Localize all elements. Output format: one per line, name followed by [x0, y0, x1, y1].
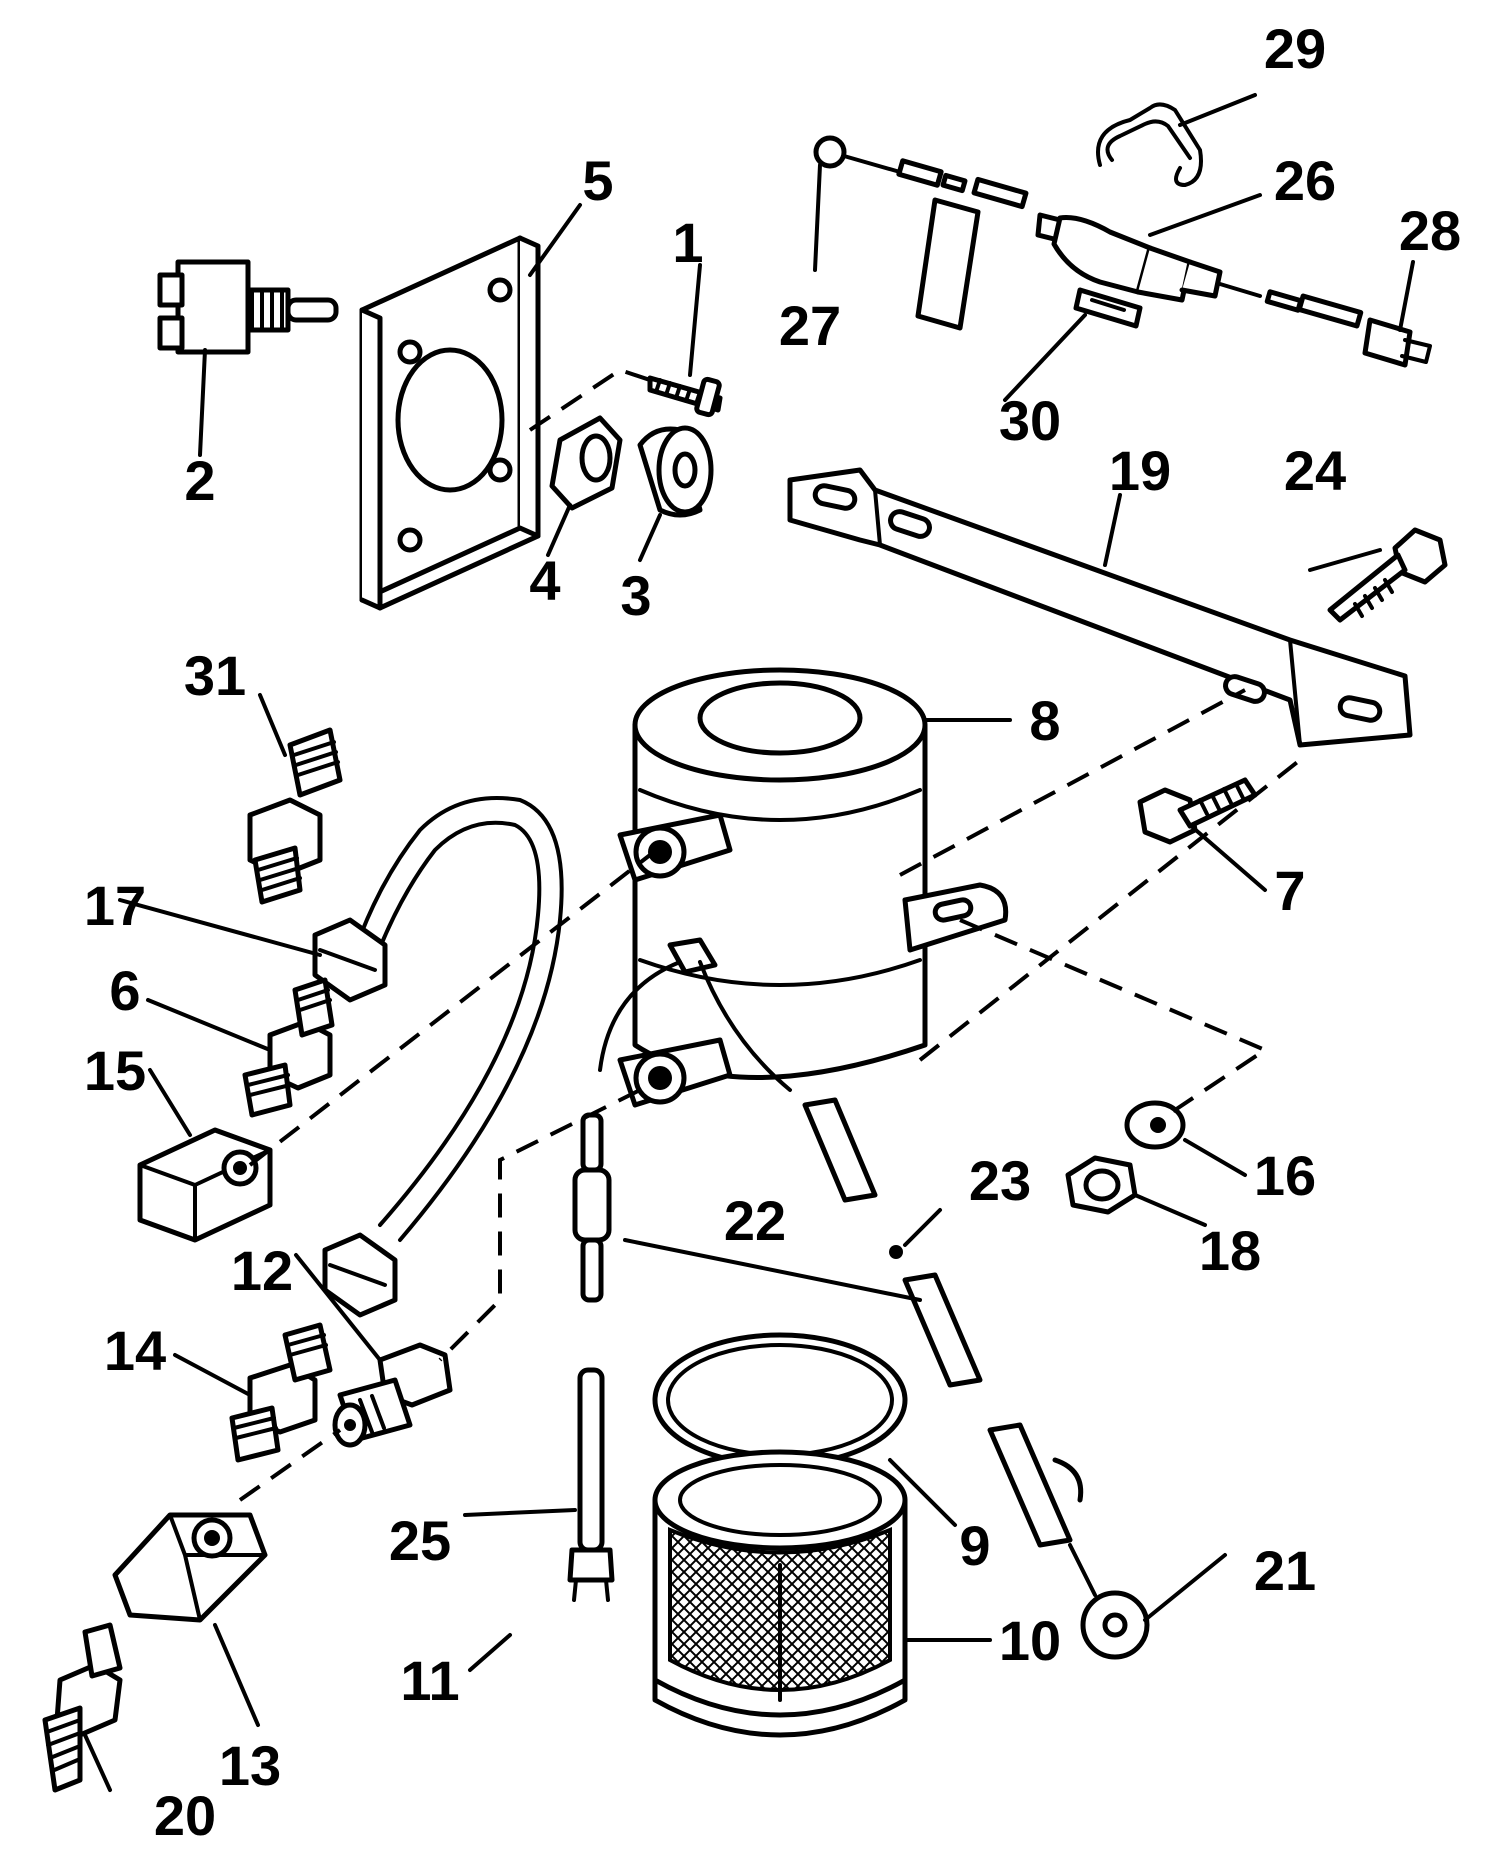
callout-21: 21 [1254, 1539, 1316, 1602]
leader-lines [83, 93, 1415, 1792]
callout-24: 24 [1284, 439, 1346, 502]
lock-nut [1065, 1155, 1138, 1215]
fitting-20 [42, 1622, 123, 1793]
hex-block-13 [112, 1512, 268, 1623]
callout-19: 19 [1109, 439, 1171, 502]
fuel-hose [312, 796, 564, 1318]
callout-31: 31 [184, 644, 246, 707]
callout-6: 6 [109, 959, 140, 1022]
nut [549, 415, 623, 511]
callout-27: 27 [779, 294, 841, 357]
callout-22: 22 [724, 1189, 786, 1252]
callout-18: 18 [1199, 1219, 1261, 1282]
callout-12: 12 [231, 1239, 293, 1302]
bolt-long [1327, 527, 1448, 623]
fuse-holder-wire-assembly [813, 135, 1432, 368]
callout-8: 8 [1029, 689, 1060, 752]
callout-1: 1 [672, 211, 703, 274]
spring-clip [1096, 102, 1203, 187]
callout-20: 20 [154, 1784, 216, 1847]
callout-3: 3 [620, 564, 651, 627]
callout-4: 4 [529, 549, 560, 612]
callout-11: 11 [400, 1649, 459, 1712]
callout-17: 17 [84, 874, 146, 937]
callout-26: 26 [1274, 149, 1336, 212]
callout-9: 9 [959, 1514, 990, 1577]
callout-5: 5 [582, 149, 613, 212]
assembly-lines [238, 367, 1302, 1502]
mounting-plate [359, 235, 541, 611]
mounting-bracket [787, 467, 1413, 748]
pump-wire-harness [567, 960, 1150, 1660]
callout-23: 23 [969, 1149, 1031, 1212]
callout-13: 13 [219, 1734, 281, 1797]
callout-7: 7 [1274, 859, 1305, 922]
callout-2: 2 [184, 449, 215, 512]
toggle-switch [157, 259, 339, 355]
callout-25: 25 [389, 1509, 451, 1572]
screw [647, 375, 723, 418]
o-ring [652, 1332, 908, 1468]
callout-16: 16 [1254, 1144, 1316, 1207]
callout-29: 29 [1264, 17, 1326, 80]
knob [637, 425, 714, 518]
callout-30: 30 [999, 389, 1061, 452]
fuel-pump-body [617, 667, 1009, 1108]
filter-screen [652, 1449, 908, 1738]
elbow-block-15 [137, 1127, 273, 1243]
fitting-12 [332, 1342, 453, 1448]
callout-15: 15 [84, 1039, 146, 1102]
callout-14: 14 [104, 1319, 166, 1382]
fitting-14 [229, 1322, 333, 1463]
fitting-31 [247, 727, 343, 905]
callout-28: 28 [1399, 199, 1461, 262]
callout-10: 10 [999, 1609, 1061, 1672]
callout-labels: 1 2 3 4 5 6 7 8 9 10 11 12 13 14 15 16 1… [84, 17, 1461, 1847]
fitting-6 [242, 977, 335, 1118]
